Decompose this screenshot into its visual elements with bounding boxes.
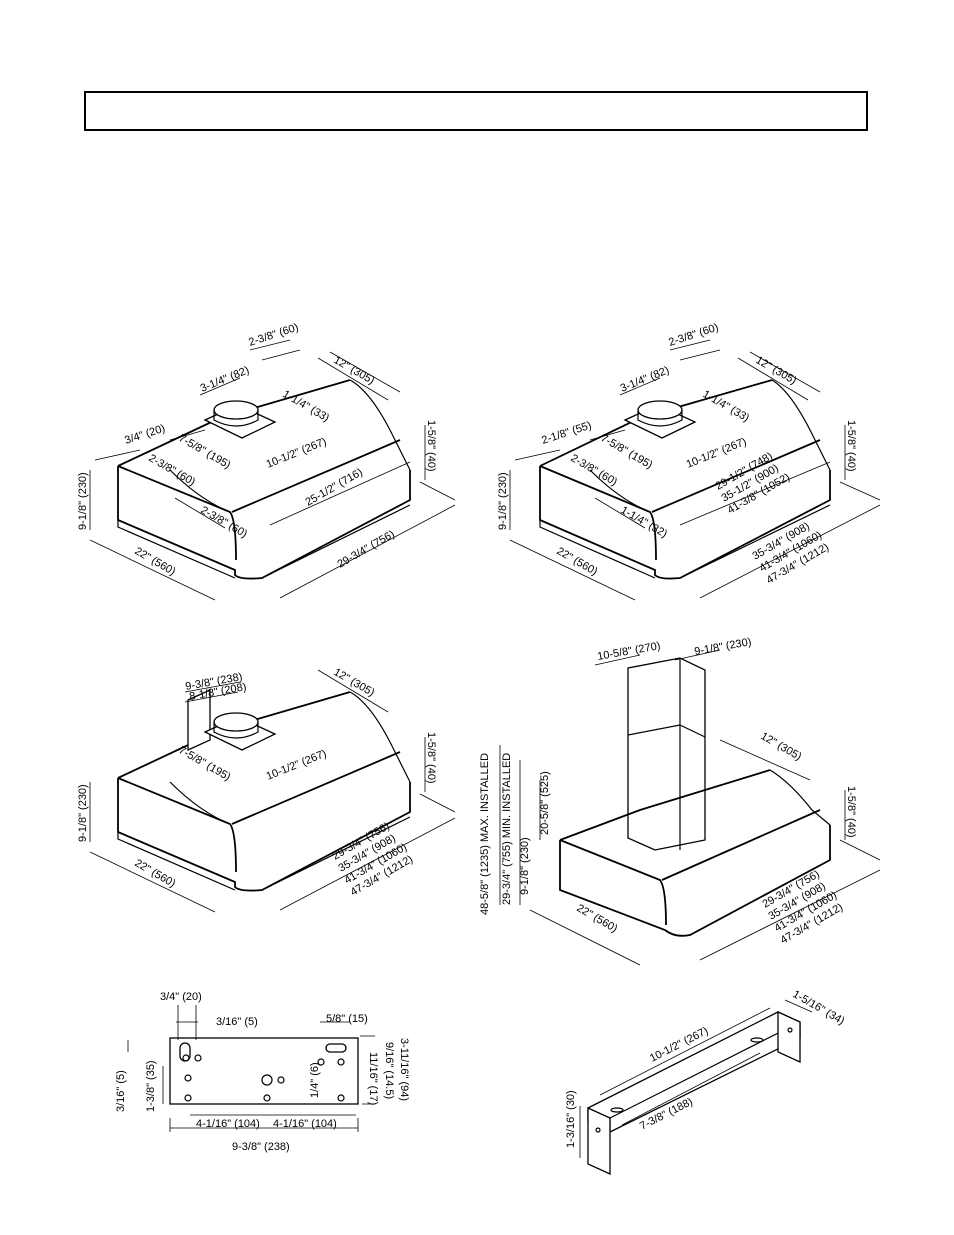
plate-dim-9: 3-11/16" (94) bbox=[398, 1038, 410, 1101]
hood2-dim-7: 2-3/8" (60) bbox=[569, 452, 620, 488]
hood3-dim-5: 10-1/2" (267) bbox=[265, 748, 329, 783]
hood4-dim-1: 10-5/8" (270) bbox=[596, 640, 661, 663]
bracket-dim-4: 1-3/16" (30) bbox=[565, 1090, 577, 1148]
plate-dim-5: 1-3/8" (35) bbox=[145, 1060, 157, 1112]
plate-dim-11: 4-1/16" (104) bbox=[273, 1118, 337, 1130]
hood4-dim-6: 29-3/4" (755) MIN. INSTALLED bbox=[501, 753, 513, 905]
hood1-dim-12: 9-1/8" (230) bbox=[77, 472, 89, 530]
hood-4-drawing bbox=[499, 649, 881, 966]
hood4-dim-9: 22" (560) bbox=[575, 902, 620, 935]
hood4-dim-2: 9-1/8" (230) bbox=[693, 636, 752, 658]
plate-dim-12: 9-3/8" (238) bbox=[232, 1141, 290, 1153]
hood1-dim-6: 7-5/8" (195) bbox=[177, 432, 233, 471]
plate-dim-2: 3/16" (5) bbox=[216, 1016, 258, 1028]
hood2-dim-8: 10-1/2" (267) bbox=[685, 436, 749, 471]
hood3-dim-6: 1-5/8" (40) bbox=[425, 732, 437, 784]
hood4-dim-5: 48-5/8" (1235) MAX. INSTALLED bbox=[479, 753, 491, 915]
hood1-dim-5: 3/4" (20) bbox=[123, 423, 166, 447]
hood3-dim-7: 9-1/8" (230) bbox=[77, 784, 89, 842]
header-box bbox=[84, 91, 868, 131]
plate-dim-1: 3/4" (20) bbox=[160, 991, 202, 1003]
hood2-dim-12: 9-1/8" (230) bbox=[497, 472, 509, 530]
hood2-dim-6: 7-5/8" (195) bbox=[599, 432, 655, 471]
plate-dim-3: 5/8" (15) bbox=[326, 1013, 368, 1025]
hood2-dim-1: 2-3/8" (60) bbox=[667, 321, 720, 348]
hood1-dim-8: 10-1/2" (267) bbox=[265, 436, 329, 471]
plate-dim-7: 9/16" (14.5) bbox=[383, 1042, 395, 1099]
hood-1-drawing bbox=[89, 339, 456, 601]
bracket-drawing bbox=[579, 999, 813, 1176]
plate-dim-6: 1/4" (6) bbox=[309, 1062, 321, 1098]
hood1-dim-11: 1-5/8" (40) bbox=[425, 420, 437, 472]
hood2-dim-5: 2-1/8" (55) bbox=[540, 419, 593, 446]
hood-2-drawing bbox=[509, 339, 881, 601]
hood1-dim-9: 25-1/2" (716) bbox=[304, 466, 365, 508]
plate-dim-4: 3/16" (5) bbox=[115, 1070, 127, 1112]
hood4-dim-4: 1-5/8" (40) bbox=[845, 786, 857, 838]
hood1-dim-3: 3-1/4" (82) bbox=[199, 364, 251, 394]
plate-dim-10: 4-1/16" (104) bbox=[196, 1118, 260, 1130]
hood2-dim-11: 1-5/8" (40) bbox=[845, 420, 857, 472]
plate-dim-8: 11/16" (17) bbox=[367, 1052, 379, 1105]
plate-drawing bbox=[127, 1005, 375, 1132]
hood1-dim-1: 2-3/8" (60) bbox=[247, 321, 300, 348]
hood-3-drawing bbox=[89, 669, 456, 913]
hood4-dim-8: 9-1/8" (230) bbox=[519, 837, 531, 895]
hood1-dim-7: 2-3/8" (60) bbox=[147, 452, 198, 488]
hood2-dim-3: 3-1/4" (82) bbox=[619, 364, 671, 394]
hood4-dim-7: 20-5/8" (525) bbox=[539, 771, 551, 835]
hood3-dim-4: 7-5/8" (195) bbox=[177, 744, 233, 783]
hood4-dim-3: 12" (305) bbox=[759, 730, 804, 763]
